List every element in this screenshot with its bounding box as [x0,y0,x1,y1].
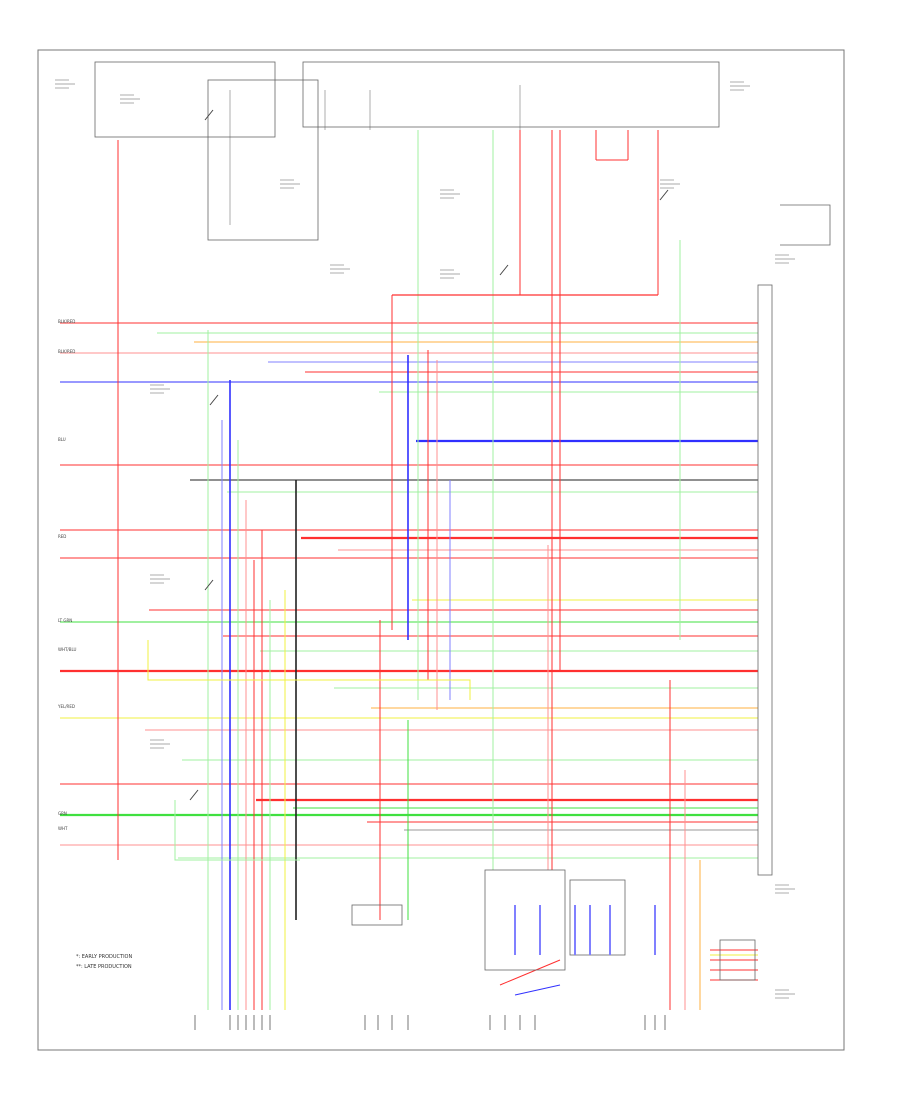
component-layer [55,61,831,1030]
relay-box [207,79,319,241]
diagram-frame [37,49,845,1051]
wire-yel-jog [147,640,471,700]
wire-label-blue: BLU [58,437,66,442]
switch-contact [204,109,214,121]
pcm-connector-strip [757,284,773,876]
wire-label-green: GRN [58,811,67,816]
wire-label-yellow-red: YEL/RED [57,704,75,709]
switch-contact [209,394,219,406]
note-early-production: *: EARLY PRODUCTION [76,954,132,960]
wire-lower-right-bundle [710,949,758,981]
connector-bracket [780,204,831,246]
ecu-connector-a [351,904,403,926]
switch-contact [499,264,509,276]
fuse-box-left [94,61,276,138]
wire-label-black-red-2: BLK/RED [58,349,75,354]
switch-contact [189,789,199,801]
wire-red-sensor [499,959,561,986]
connector-lower-right [719,939,756,981]
wire-lt-grn-jog [174,800,300,861]
wire-label-lt-green: LT GRN [58,618,72,623]
note-late-production: **: LATE PRODUCTION [76,964,132,970]
wire-label-white-blue: WHT/BLU [58,647,77,652]
junction-block-top [302,61,720,128]
sensor-block-b [569,879,626,956]
wire-label-red: RED [58,534,66,539]
wire-label-black-red: BLK/RED [58,319,75,324]
wire-layer [60,85,758,1010]
switch-contact [659,189,669,201]
wire-blu-sensor [514,984,561,996]
wire-label-white: WHT [58,826,68,831]
sensor-block-a [484,869,566,971]
switch-contact [204,579,214,591]
